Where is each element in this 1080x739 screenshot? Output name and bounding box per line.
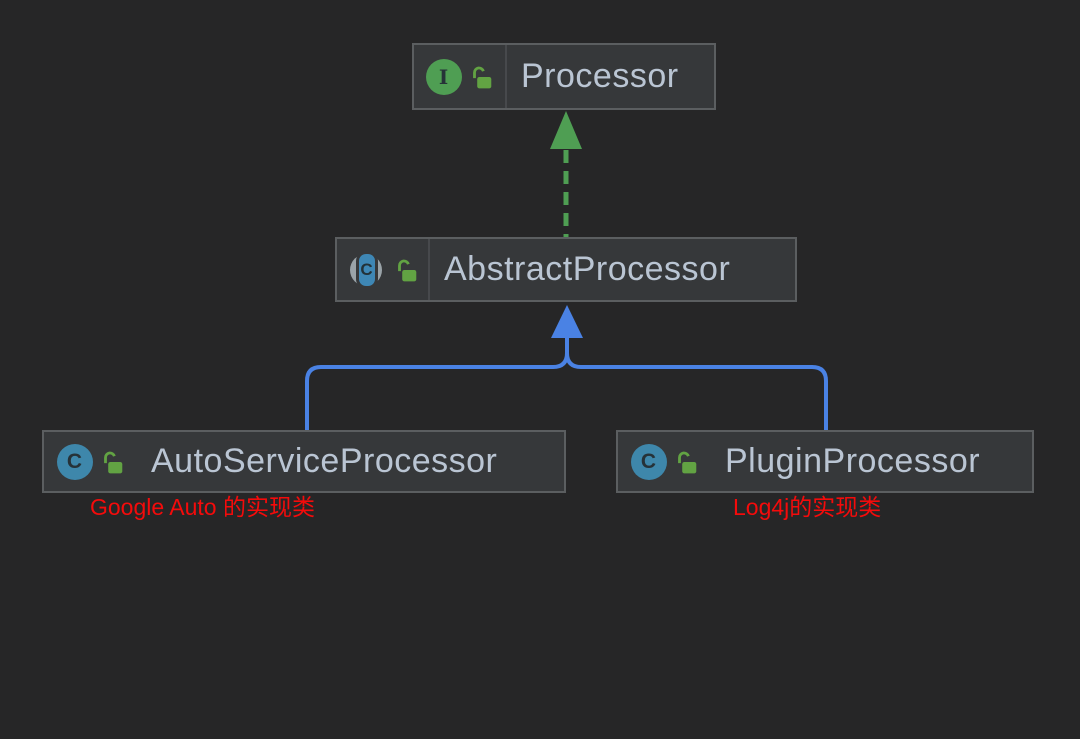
extends-edge-line-left (305, 336, 569, 431)
edge-extends-autoservice-to-abstract (305, 336, 569, 431)
node-label: PluginProcessor (725, 442, 981, 480)
lock-open-icon (103, 451, 122, 473)
class-node-autoserviceprocessor[interactable]: C AutoServiceProcessor (42, 430, 566, 493)
class-node-abstractprocessor[interactable]: C AbstractProcessor (335, 237, 797, 302)
abstract-icon-body: C (358, 253, 375, 286)
class-icon-letter: C (66, 450, 83, 473)
node-icon-cell: C (44, 432, 137, 491)
implements-arrowhead (550, 111, 582, 149)
lock-open-icon (677, 451, 696, 473)
abstract-class-icon: C (347, 251, 387, 288)
class-node-processor[interactable]: I Processor (412, 43, 716, 110)
annotation-log4j: Log4j的实现类 (733, 494, 882, 520)
class-icon: C (56, 443, 93, 480)
edge-implements-abstractprocessor-to-processor (550, 111, 582, 238)
interface-icon-letter: I (438, 64, 449, 89)
abstract-icon-letter: C (360, 260, 373, 279)
lock-open-icon (472, 66, 491, 88)
class-icon-letter: C (640, 450, 657, 473)
node-label: Processor (521, 57, 679, 95)
interface-icon: I (425, 58, 462, 95)
class-node-pluginprocessor[interactable]: C PluginProcessor (616, 430, 1034, 493)
node-icon-cell: I (414, 45, 507, 108)
extends-arrowhead (551, 305, 583, 338)
node-icon-cell: C (618, 432, 711, 491)
node-label: AbstractProcessor (444, 250, 731, 288)
node-label: AutoServiceProcessor (151, 442, 498, 480)
class-icon: C (630, 443, 667, 480)
edge-extends-plugin-to-abstract (565, 336, 828, 431)
annotation-google-auto: Google Auto 的实现类 (90, 494, 315, 520)
lock-open-icon (397, 259, 416, 281)
extends-edge-line-right (565, 336, 828, 431)
node-icon-cell: C (337, 239, 430, 300)
